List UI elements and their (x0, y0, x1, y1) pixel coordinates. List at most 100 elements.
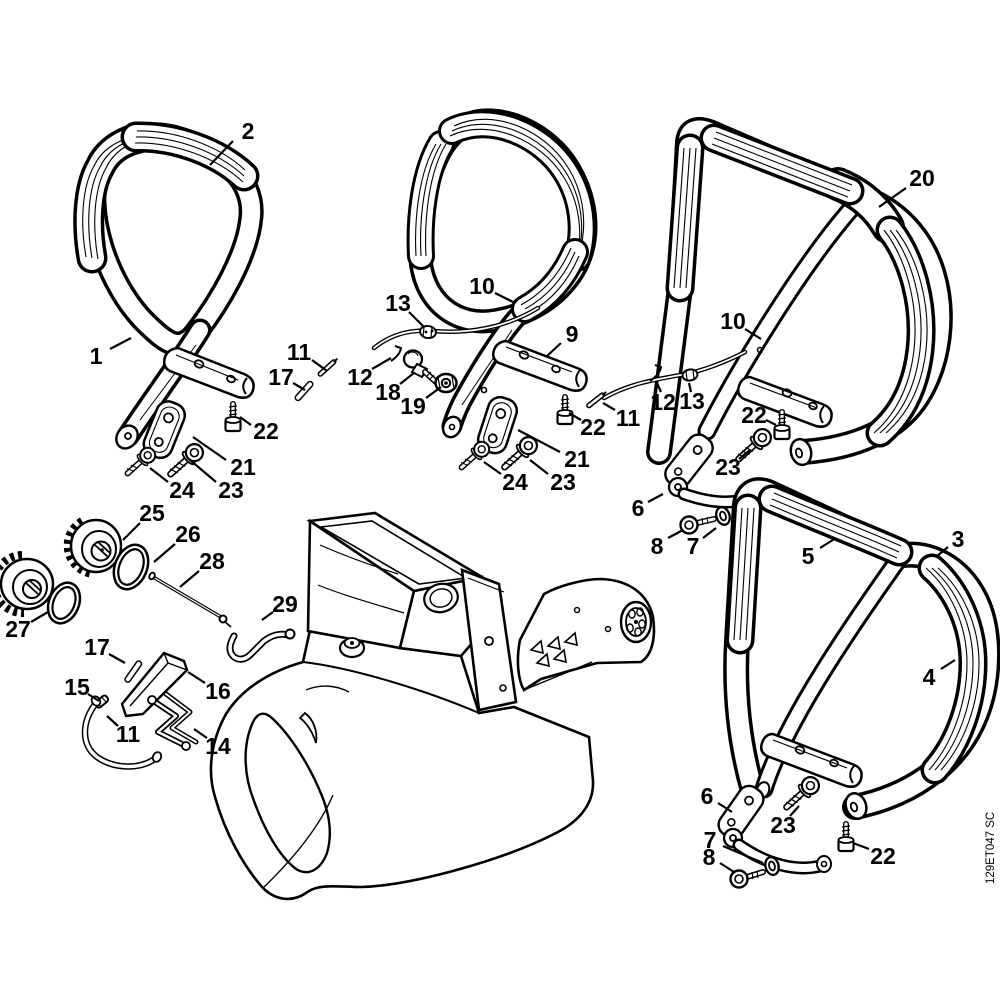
part-number-11: 11 (287, 339, 312, 365)
callout-leader-15 (87, 693, 100, 702)
part-number-17: 17 (84, 634, 110, 660)
part-number-5: 5 (802, 543, 815, 569)
cable-end-pin (586, 391, 607, 409)
part-number-6: 6 (632, 495, 645, 521)
link-rod (148, 571, 232, 628)
callout-leader-22 (852, 841, 870, 851)
callout-leader-16 (187, 671, 206, 684)
chainsaw-powerhead (209, 511, 656, 901)
handle-grip (73, 121, 260, 274)
machine-screw (773, 409, 791, 441)
callout-leader-4 (940, 659, 956, 670)
callout-leader-21 (517, 429, 561, 453)
part-number-22: 22 (253, 418, 279, 444)
callout-leader-24 (149, 467, 169, 483)
part-number-27: 27 (5, 616, 31, 642)
part-number-2: 2 (242, 118, 255, 144)
machine-screw (224, 401, 242, 433)
sleeve-tube (294, 380, 314, 402)
rear-arm (516, 577, 656, 692)
part-number-11: 11 (116, 721, 141, 747)
part-number-19: 19 (400, 393, 426, 419)
callout-leader-21 (192, 436, 227, 461)
callout-leader-11 (602, 402, 616, 411)
part-number-24: 24 (169, 477, 195, 503)
cable-end-pin (317, 357, 339, 377)
part-number-12: 12 (650, 389, 676, 415)
throttle-cable (601, 349, 748, 401)
drawing-code: 129ET047 SC (985, 812, 997, 884)
handle-grip (406, 110, 596, 323)
callout-leader-23 (529, 459, 549, 475)
callout-leader-25 (122, 522, 141, 541)
part-number-21: 21 (230, 454, 256, 480)
part-number-16: 16 (205, 678, 231, 704)
callout-leader-9 (546, 342, 562, 357)
handlebar-grip (665, 123, 936, 448)
callout-leader-20 (878, 187, 907, 208)
cable-hook (390, 345, 403, 362)
spring-clip (147, 691, 199, 751)
socket-screw (729, 869, 766, 889)
callout-leader-29 (261, 611, 274, 621)
callout-leader-26 (153, 543, 176, 563)
cap-o-ring (112, 543, 150, 591)
part-number-6: 6 (701, 783, 714, 809)
callout-leader-2 (209, 140, 234, 166)
front-handle-small-assembly (73, 121, 264, 478)
sleeve-tube (124, 660, 143, 683)
washer (764, 855, 780, 877)
tapping-screw (124, 446, 157, 477)
callout-leader-13 (687, 382, 693, 393)
part-number-13: 13 (679, 388, 705, 414)
part-number-29: 29 (272, 591, 298, 617)
callout-leader-23 (789, 805, 800, 817)
callout-leader-1 (109, 337, 132, 350)
part-number-15: 15 (64, 674, 90, 700)
grip-molding (120, 651, 189, 718)
callout-leader-12 (371, 357, 392, 370)
callout-leader-11 (106, 715, 119, 727)
wire-bail (81, 695, 163, 770)
callout-leader-22 (765, 419, 777, 426)
throttle-trigger (298, 711, 318, 744)
pivot-bracket (717, 784, 832, 875)
callout-leader-8 (667, 529, 684, 539)
part-number-1: 1 (90, 343, 103, 369)
mount-bracket (162, 346, 255, 399)
callout-leader-10 (744, 328, 762, 340)
cap-and-linkage-components (0, 517, 296, 770)
part-number-26: 26 (175, 521, 201, 547)
part-number-22: 22 (741, 402, 767, 428)
callout-leader-24 (483, 461, 502, 475)
part-number-24: 24 (502, 469, 528, 495)
choke-lever (226, 628, 296, 663)
callout-leader-23 (189, 459, 217, 483)
part-number-22: 22 (870, 843, 896, 869)
part-number-25: 25 (139, 500, 165, 526)
mount-bracket (491, 339, 588, 392)
part-number-21: 21 (564, 446, 590, 472)
part-number-12: 12 (347, 364, 373, 390)
mount-bracket (736, 375, 833, 428)
washer (715, 506, 731, 526)
part-number-11: 11 (616, 405, 641, 431)
cable-clip (419, 324, 437, 340)
callout-leader-19 (425, 386, 442, 399)
rear-handle-opening (244, 712, 331, 874)
callout-leader-6 (647, 493, 664, 503)
part-number-4: 4 (923, 664, 936, 690)
part-number-28: 28 (199, 548, 225, 574)
socket-screw (679, 515, 717, 535)
callout-leader-3 (935, 546, 949, 558)
part-number-7: 7 (704, 827, 717, 853)
mount-bracket (759, 732, 863, 788)
callout-leader-27 (30, 611, 49, 623)
part-number-23: 23 (715, 454, 741, 480)
callout-leader-17 (108, 653, 126, 664)
part-number-23: 23 (218, 477, 244, 503)
